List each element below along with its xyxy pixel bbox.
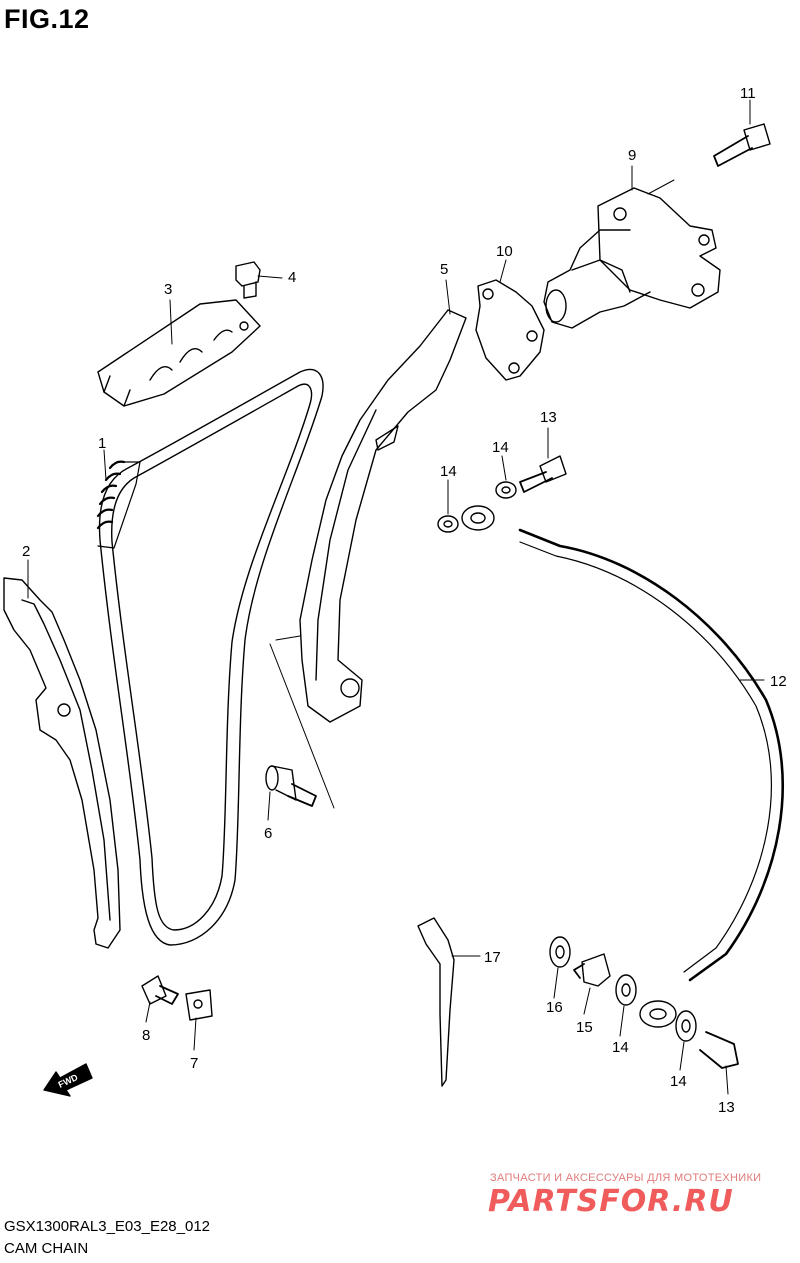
callout-4: 4 bbox=[288, 269, 296, 286]
callout-14a: 14 bbox=[492, 439, 509, 456]
tensioner-guide-part bbox=[299, 309, 467, 723]
fwd-arrow-icon: FWD bbox=[43, 1063, 93, 1097]
model-code: GSX1300RAL3_E03_E28_012 bbox=[4, 1218, 211, 1235]
cam-chain-part bbox=[96, 368, 324, 946]
callout-15: 15 bbox=[576, 1019, 593, 1036]
callout-16: 16 bbox=[546, 999, 563, 1016]
tensioner-adjuster-part bbox=[543, 187, 721, 329]
callout-13b: 13 bbox=[718, 1099, 735, 1116]
watermark-logo: PARTSFOR.RU bbox=[488, 1184, 734, 1219]
bolt-11-part bbox=[713, 123, 771, 167]
washers-14-part bbox=[437, 481, 697, 1042]
gasket-part bbox=[475, 279, 545, 381]
screw-8-part bbox=[141, 975, 179, 1005]
shoulder-bolt-part bbox=[265, 635, 335, 809]
callout-11: 11 bbox=[740, 85, 756, 102]
callout-13a: 13 bbox=[540, 409, 557, 426]
chain-guide-plate-part bbox=[97, 299, 261, 407]
oil-hose-part bbox=[461, 505, 784, 1028]
section-name: CAM CHAIN bbox=[4, 1240, 89, 1257]
callout-14d: 14 bbox=[670, 1073, 687, 1090]
callout-8: 8 bbox=[142, 1027, 150, 1044]
callout-6: 6 bbox=[264, 825, 272, 842]
cable-tie-part bbox=[417, 917, 455, 1087]
callout-2: 2 bbox=[22, 543, 30, 560]
callout-1: 1 bbox=[98, 435, 106, 452]
callout-9: 9 bbox=[628, 147, 636, 164]
callout-12: 12 bbox=[770, 673, 787, 690]
callout-7: 7 bbox=[190, 1055, 198, 1072]
callout-5: 5 bbox=[440, 261, 448, 278]
bolt-15-part bbox=[573, 953, 611, 987]
callout-labels: 1 2 3 4 5 6 7 8 9 10 11 12 13 14 14 16 1… bbox=[22, 85, 787, 1116]
union-bolts-13-part bbox=[519, 455, 739, 1069]
washer-16-part bbox=[549, 936, 571, 968]
callout-14b: 14 bbox=[440, 463, 457, 480]
figure-title: FIG.12 bbox=[4, 4, 90, 34]
callout-10: 10 bbox=[496, 243, 513, 260]
watermark-tagline: ЗАПЧАСТИ И АКСЕССУАРЫ ДЛЯ МОТОТЕХНИКИ bbox=[490, 1172, 762, 1184]
washer-plate-7-part bbox=[185, 989, 213, 1021]
callout-14c: 14 bbox=[612, 1039, 629, 1056]
callout-17: 17 bbox=[484, 949, 501, 966]
cam-chain-guide-part bbox=[3, 577, 121, 949]
leader-lines bbox=[27, 99, 765, 1095]
callout-3: 3 bbox=[164, 281, 172, 298]
bolt-4-part bbox=[235, 261, 261, 299]
